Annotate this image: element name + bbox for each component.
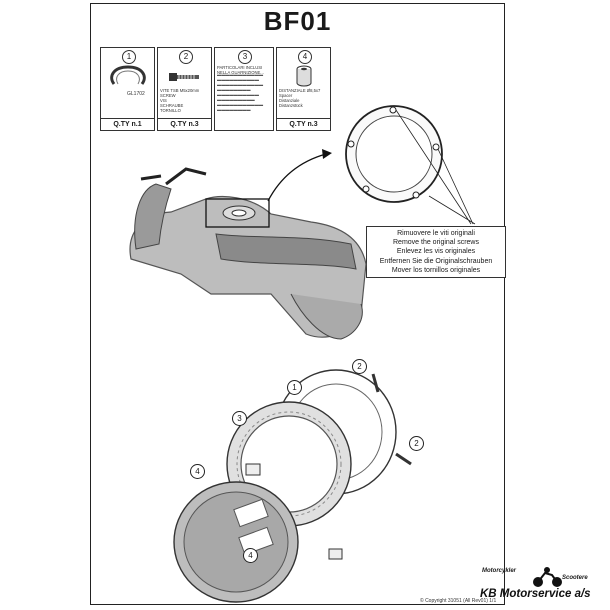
motorcycle-illustration: [129, 167, 367, 340]
caption-line: Entfernen Sie die Originalschrauben: [379, 257, 493, 265]
arrow-to-gasket: [267, 149, 332, 202]
part-card-4: 4 DISTANZIALE Ø8,5x7 Spacer Distanziale …: [276, 47, 331, 131]
callout-badge: 4: [243, 548, 258, 563]
spacer-icon: [296, 65, 312, 87]
logo-tagline-left: Motorcykler: [482, 568, 517, 574]
page-title: BF01: [263, 6, 332, 36]
caption-line: Mover los tornillos originales: [391, 266, 481, 274]
callout-badge: 2: [352, 359, 367, 374]
screw-icon: [169, 73, 199, 81]
callout-badge: 4: [190, 464, 205, 479]
logo-brand-name: KB Motorservice a/s: [480, 588, 591, 600]
part-description-lines: ▬▬▬▬▬▬▬▬▬▬▬▬▬▬▬▬▬▬▬▬▬▬▬▬▬▬▬▬▬▬▬▬▬▬▬▬▬▬▬▬…: [217, 72, 264, 112]
part-code: DISTANZIALE Ø8,5x7 Spacer Distanziale Di…: [279, 88, 321, 108]
part-number-badge: 1: [122, 50, 136, 64]
part-card-3: 3 PARTICOLARI INCLUSI NELLA GUARNIZIONE.…: [214, 47, 274, 131]
ring-icon: [110, 65, 146, 85]
part-quantity: Q.TY n.1: [101, 118, 154, 130]
logo-tagline-right: Scootere: [562, 575, 588, 581]
instruction-sheet: BF01 1 GL1702 Q.TY n.1 2 VITE TSB M5x20m…: [90, 3, 506, 605]
part-quantity: Q.TY n.3: [277, 118, 330, 130]
part-code: VITE TSB M5x20mm SCREW VIS SCHRAUBE TORN…: [160, 88, 200, 113]
parts-list: 1 GL1702 Q.TY n.1 2 VITE TSB M5x20mm SCR…: [100, 47, 332, 131]
remove-screws-caption: Rimuovere le viti originali Remove the o…: [366, 226, 506, 279]
part-quantity: Q.TY n.3: [158, 118, 211, 130]
callout-badge: 2: [409, 436, 424, 451]
part-code: GL1702: [127, 91, 145, 97]
callout-leader-lines: [395, 109, 476, 225]
original-gasket-drawing: [345, 105, 443, 203]
caption-line: Enlevez les vis originales: [396, 248, 476, 256]
part-number-badge: 3: [238, 50, 252, 64]
caption-line: Remove the original screws: [393, 239, 479, 247]
caption-line: Rimuovere le viti originali: [397, 230, 475, 237]
part-number-badge: 4: [298, 50, 312, 64]
part-code: PARTICOLARI INCLUSI NELLA GUARNIZIONE...: [217, 65, 264, 75]
callout-badge: 1: [287, 380, 302, 395]
callout-badge: 3: [232, 411, 247, 426]
motorcycle-rider-logo-icon: [533, 567, 562, 587]
part-number-badge: 2: [179, 50, 193, 64]
copyright-notice: © Copyright 31051 (All Rev01) 1/1: [420, 598, 497, 604]
dealer-logo: Motorcykler Scootere KB Motorservice a/s: [478, 566, 608, 606]
tank-ring-assembly-drawing: [173, 369, 412, 603]
part-card-1: 1 GL1702 Q.TY n.1: [100, 47, 155, 131]
part-card-2: 2 VITE TSB M5x20mm SCREW VIS SCHRAUBE TO…: [157, 47, 212, 131]
